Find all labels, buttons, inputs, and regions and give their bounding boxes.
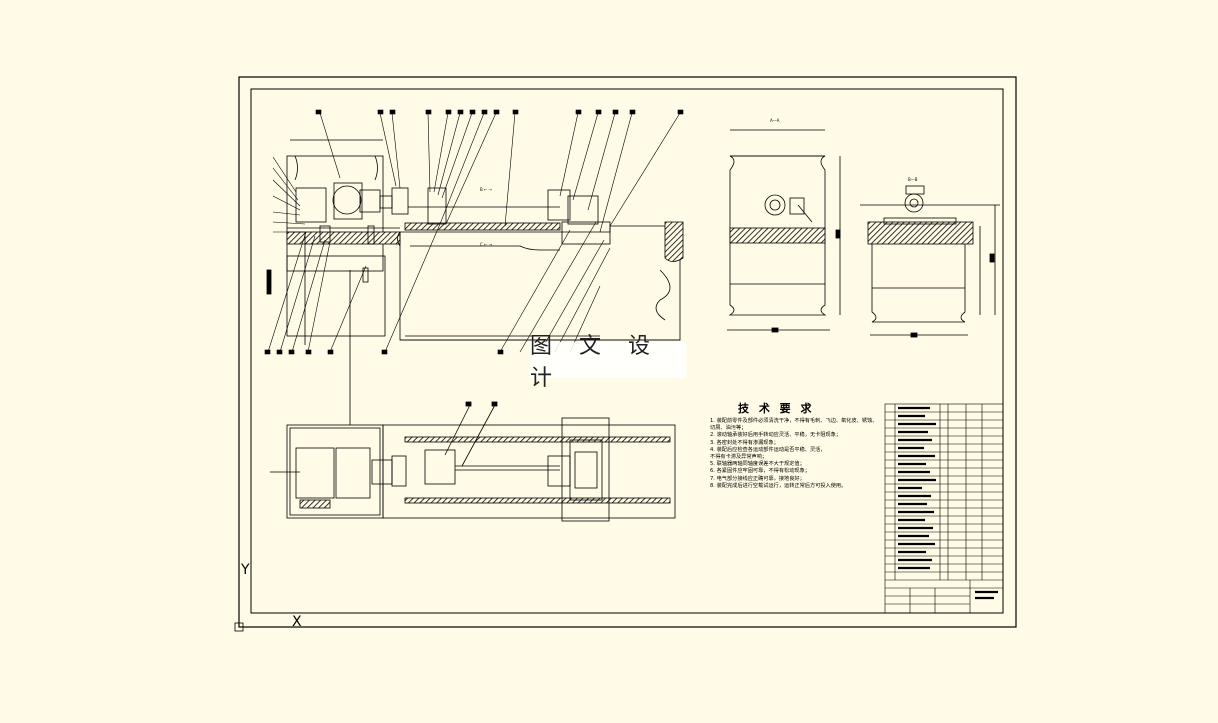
svg-text:C ← →: C ← → xyxy=(480,242,493,247)
tech-line: 8. 装配完成后进行空载试运行，运转正常后方可投入使用。 xyxy=(710,482,847,489)
section-view-b: B—B xyxy=(860,177,1000,338)
tech-line: 4. 装配后应检查各运动部件运动是否平稳、灵活， xyxy=(710,446,826,453)
parts-list xyxy=(884,403,1004,614)
inner-frame xyxy=(250,88,1004,614)
front-view-leaders xyxy=(264,109,684,355)
tech-line: 2. 滚动轴承装好后用手转动应灵活、平稳，无卡阻现象； xyxy=(710,432,842,439)
watermark: 图 文 设 计 xyxy=(530,334,686,391)
tech-requirements-text: 1. 装配前零件及部件必须清洗干净，不得有毛刺、飞边、氧化皮、锈蚀、切屑、油污等… xyxy=(710,418,880,490)
tech-line: 5. 联轴器两轴同轴度误差不大于规定值； xyxy=(710,461,805,468)
front-view: B ← → C ← → xyxy=(266,139,684,345)
tech-line: 7. 电气部分接线应正确可靠，接地良好； xyxy=(710,475,805,482)
tech-requirements-title: 技 术 要 求 xyxy=(738,402,815,415)
axis-label-x: X xyxy=(292,614,302,630)
ucs-icon xyxy=(234,575,292,632)
svg-text:A—A: A—A xyxy=(770,118,780,123)
tech-line: 6. 各紧固件应牢固可靠，不得有松动现象； xyxy=(710,468,810,475)
tech-line: 1. 装配前零件及部件必须清洗干净，不得有毛刺、飞边、氧化皮、锈蚀、切屑、油污等… xyxy=(710,418,878,432)
svg-text:B ← →: B ← → xyxy=(480,187,493,192)
svg-text:B—B: B—B xyxy=(908,177,918,182)
tech-line: 3. 各密封处不得有渗漏现象； xyxy=(710,439,779,446)
section-view-a: A—A xyxy=(727,118,841,333)
axis-label-y: Y xyxy=(240,562,250,578)
top-view xyxy=(270,270,676,522)
tech-line: 不得有卡滞及异常声响； xyxy=(710,454,768,461)
outer-frame xyxy=(238,76,1017,628)
